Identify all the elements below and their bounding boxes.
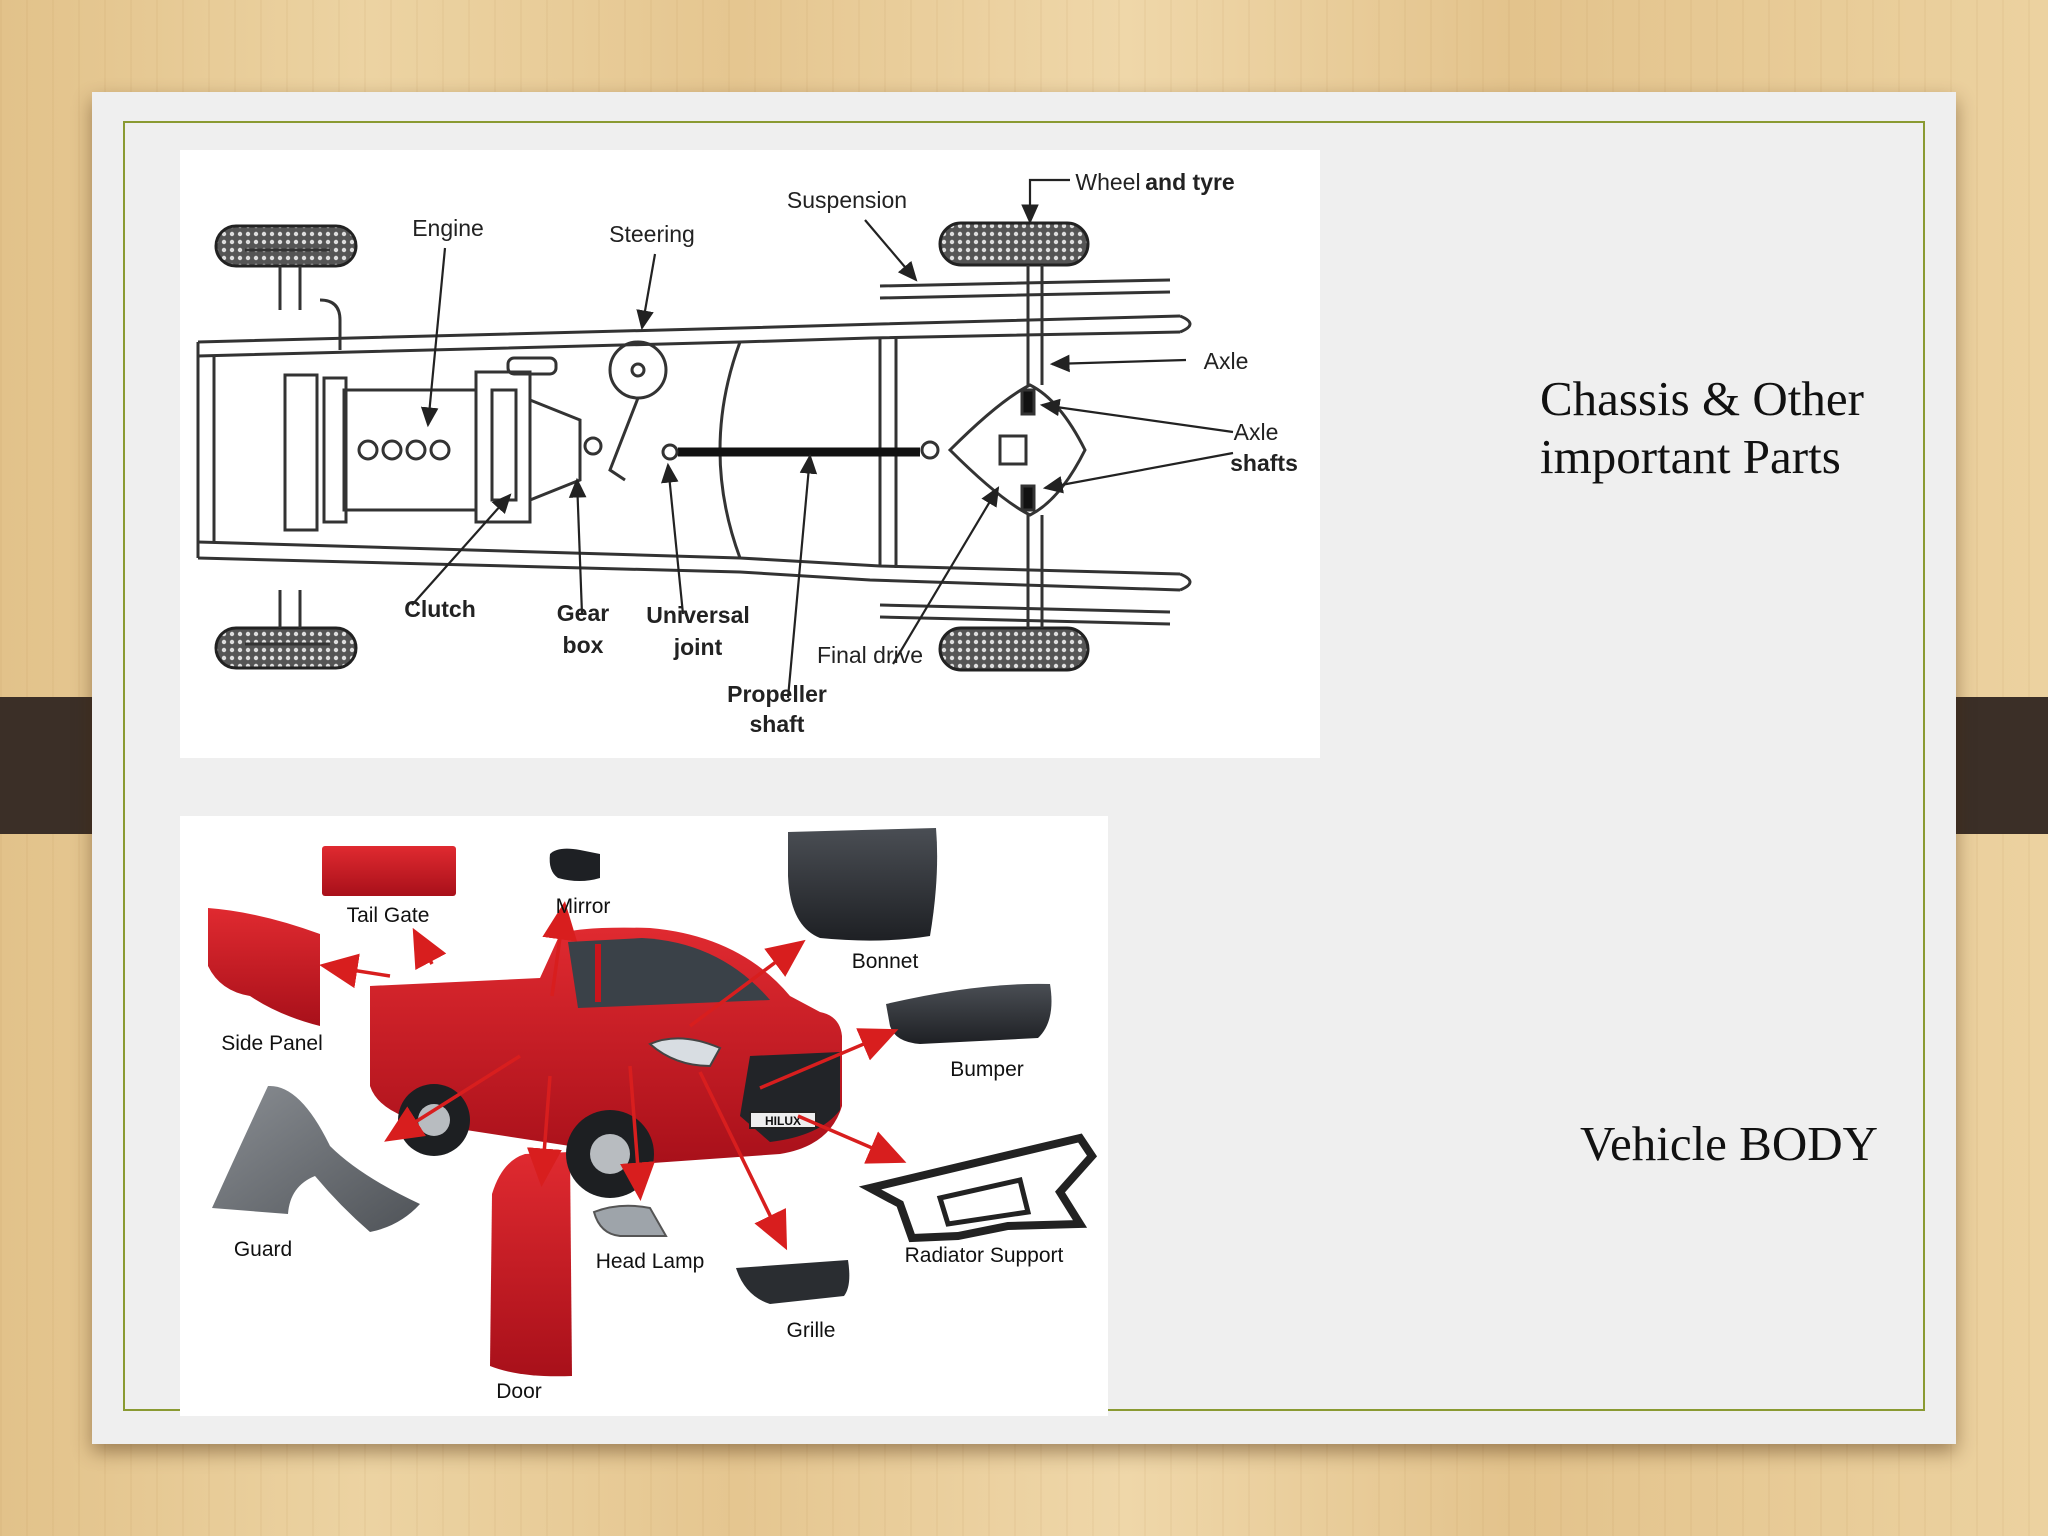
chassis-title-line-1: Chassis & Other — [1540, 371, 1864, 426]
door-part — [490, 1152, 572, 1377]
chassis-diagram: Engine Steering Suspension Wheel and tyr… — [180, 150, 1320, 758]
front-axle — [245, 248, 342, 646]
label-tail-gate: Tail Gate — [347, 904, 430, 927]
head-lamp-part — [592, 1204, 668, 1237]
label-axle-shafts-1: Axle — [1234, 419, 1279, 445]
grille-part — [736, 1260, 850, 1304]
label-guard: Guard — [234, 1238, 292, 1261]
vehicle-body-diagram: HILUX Tail Gate Mirror Bonnet Side Panel… — [180, 816, 1108, 1416]
label-final-drive: Final drive — [817, 642, 923, 668]
body-svg: HILUX Tail Gate Mirror Bonnet Side Panel… — [208, 828, 1098, 1403]
steering-wheel — [583, 340, 668, 482]
chassis-section-title: Chassis & Other important Parts — [1540, 370, 1940, 486]
front-right-wheel — [214, 626, 358, 670]
bonnet-part — [788, 828, 938, 941]
label-and-tyre: and tyre — [1145, 169, 1234, 195]
label-side-panel: Side Panel — [221, 1032, 323, 1055]
truck-badge: HILUX — [765, 1114, 801, 1128]
label-axle: Axle — [1204, 348, 1249, 374]
rear-right-wheel — [938, 626, 1090, 672]
guard-part — [212, 1085, 420, 1232]
front-left-wheel — [214, 224, 358, 268]
label-wheel: Wheel — [1075, 169, 1140, 195]
label-radiator-support: Radiator Support — [905, 1244, 1064, 1267]
rear-left-wheel — [938, 221, 1090, 267]
label-grille: Grille — [786, 1319, 835, 1342]
label-door: Door — [496, 1380, 542, 1403]
label-suspension: Suspension — [787, 187, 907, 213]
rear-axle-differential — [947, 265, 1087, 628]
body-section-title: Vehicle BODY — [1580, 1116, 1879, 1171]
side-panel-part — [208, 908, 320, 1026]
chassis-svg: Engine Steering Suspension Wheel and tyr… — [196, 169, 1298, 737]
label-head-lamp: Head Lamp — [596, 1250, 705, 1273]
label-gear: Gear — [557, 600, 609, 626]
body-part-arrows — [319, 901, 907, 1251]
pickup-truck: HILUX — [370, 927, 842, 1198]
chassis-leader-lines — [411, 178, 1234, 699]
universal-joint-mark — [661, 443, 679, 461]
label-propeller: Propeller — [727, 681, 827, 707]
mirror-part — [549, 848, 600, 881]
label-mirror: Mirror — [556, 895, 611, 918]
label-shaft: shaft — [750, 711, 805, 737]
label-engine: Engine — [412, 215, 484, 241]
label-axle-shafts-2: shafts — [1230, 450, 1298, 476]
label-bumper: Bumper — [950, 1058, 1024, 1081]
label-steering: Steering — [609, 221, 695, 247]
radiator-support-part — [858, 1133, 1098, 1243]
rear-joint-mark — [920, 440, 940, 460]
label-box: box — [563, 632, 604, 658]
chassis-title-line-2: important Parts — [1540, 429, 1841, 484]
label-clutch: Clutch — [404, 596, 476, 622]
label-universal: Universal — [646, 602, 750, 628]
bumper-part — [886, 983, 1052, 1044]
tail-gate-part — [322, 846, 456, 896]
label-bonnet: Bonnet — [852, 950, 919, 973]
label-joint: joint — [673, 634, 723, 660]
engine-block — [322, 356, 582, 524]
